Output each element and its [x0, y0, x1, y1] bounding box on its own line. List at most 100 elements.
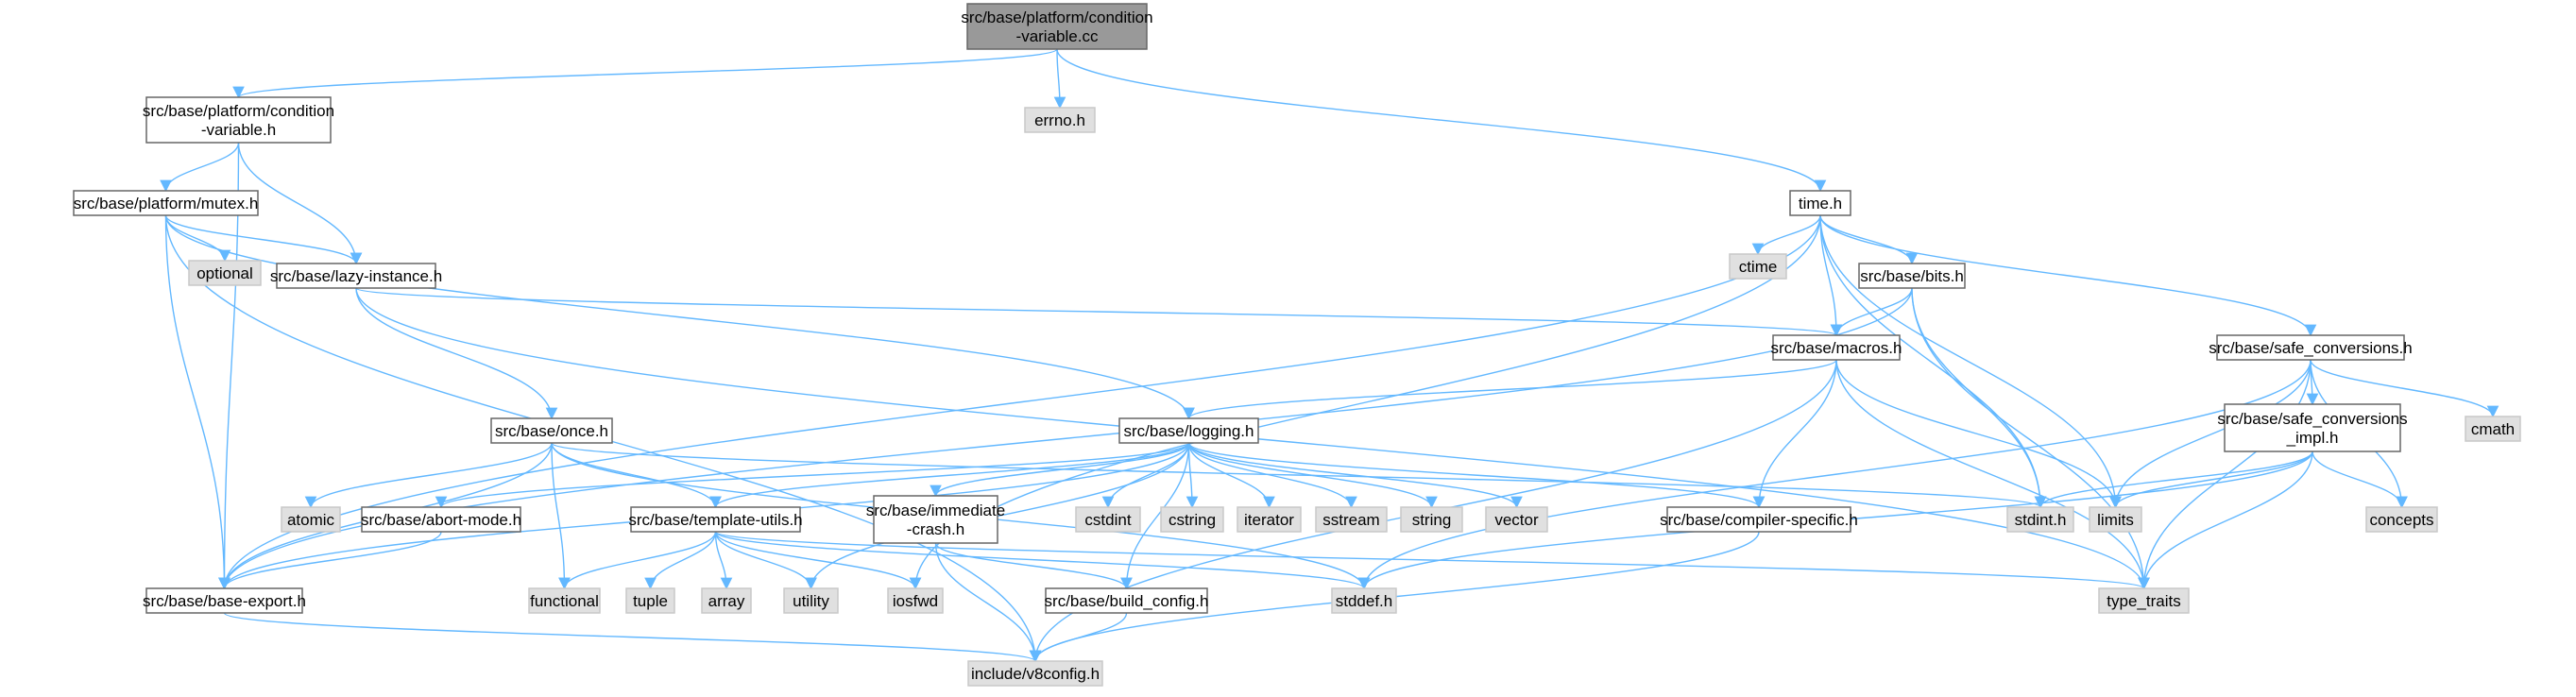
edge-layer: [160, 48, 2499, 663]
node-label-cv_h-1: -variable.h: [201, 121, 276, 139]
node-box-logging: [1118, 417, 1259, 444]
node-tuple: tuple: [625, 587, 675, 614]
edge-immediate-to-v8config: [934, 542, 1042, 663]
node-ctime: ctime: [1729, 253, 1787, 280]
node-label-cv_cc-1: -variable.cc: [1016, 27, 1099, 45]
node-label-bconfig-0: src/base/build_config.h: [1045, 592, 1209, 610]
edge-logging-to-iterator: [1187, 442, 1275, 509]
node-box-atomic: [281, 506, 341, 533]
node-once[interactable]: src/base/once.h: [490, 417, 613, 444]
node-box-iterator: [1237, 506, 1302, 533]
node-label-cv_h-0: src/base/platform/condition: [143, 102, 334, 120]
node-tutils[interactable]: src/base/template-utils.h: [628, 506, 803, 533]
node-iosfwd: iosfwd: [887, 587, 944, 614]
edge-logging-to-bconfig: [1120, 442, 1190, 590]
edge-time-to-bits: [1819, 214, 1919, 265]
node-box-time: [1789, 190, 1851, 216]
edge-time-to-limits: [1819, 214, 2122, 509]
node-iterator: iterator: [1237, 506, 1302, 533]
node-box-macros: [1772, 334, 1901, 361]
node-time[interactable]: time.h: [1789, 190, 1851, 216]
edge-cv_h-to-mutex: [160, 142, 240, 193]
node-box-stddef: [1331, 587, 1397, 614]
node-safe[interactable]: src/base/safe_conversions.h: [2209, 334, 2413, 361]
edge-tutils-to-functional: [558, 531, 717, 590]
node-logging[interactable]: src/base/logging.h: [1118, 417, 1259, 444]
edge-macros-to-limits: [1835, 359, 2122, 509]
node-bconfig[interactable]: src/base/build_config.h: [1045, 587, 1209, 614]
node-cmath: cmath: [2465, 416, 2521, 442]
node-label-iosfwd-0: iosfwd: [893, 592, 938, 610]
edge-tutils-to-iosfwd: [714, 531, 922, 590]
node-cv_h[interactable]: src/base/platform/condition-variable.h: [143, 96, 334, 144]
node-functional: functional: [528, 587, 601, 614]
node-compiler[interactable]: src/base/compiler-specific.h: [1660, 506, 1858, 533]
node-label-vector-0: vector: [1494, 511, 1539, 529]
node-label-ctime-0: ctime: [1739, 258, 1778, 276]
node-typetraits: type_traits: [2098, 587, 2190, 614]
node-box-mutex: [73, 190, 259, 216]
node-label-once-0: src/base/once.h: [495, 422, 608, 440]
node-lazy[interactable]: src/base/lazy-instance.h: [270, 263, 442, 289]
edge-bits-to-bexport: [218, 287, 1913, 590]
node-label-iterator-0: iterator: [1244, 511, 1294, 529]
node-label-safe_impl-0: src/base/safe_conversions: [2217, 410, 2407, 428]
node-label-string-0: string: [1412, 511, 1452, 529]
node-label-tuple-0: tuple: [633, 592, 668, 610]
edge-bconfig-to-v8config: [1029, 612, 1128, 663]
node-abort[interactable]: src/base/abort-mode.h: [361, 506, 521, 533]
node-label-tutils-0: src/base/template-utils.h: [628, 511, 802, 529]
node-box-optional: [188, 260, 262, 286]
node-box-bexport: [145, 587, 303, 614]
node-box-once: [490, 417, 613, 444]
node-box-abort: [361, 506, 521, 533]
node-utility: utility: [783, 587, 839, 614]
node-safe_impl[interactable]: src/base/safe_conversions_impl.h: [2217, 403, 2408, 452]
edge-time-to-safe: [1819, 214, 2317, 337]
edge-macros-to-typetraits: [1835, 359, 2150, 590]
edge-bits-to-stdint: [1911, 287, 2047, 509]
edge-tutils-to-stddef: [714, 531, 1371, 590]
node-label-macros-0: src/base/macros.h: [1771, 339, 1902, 357]
node-label-cv_cc-0: src/base/platform/condition: [961, 8, 1152, 26]
node-box-lazy: [276, 263, 436, 289]
node-box-safe: [2216, 334, 2405, 361]
node-mutex[interactable]: src/base/platform/mutex.h: [73, 190, 259, 216]
edge-cv_h-to-bexport: [218, 142, 240, 590]
node-immediate[interactable]: src/base/immediate-crash.h: [866, 495, 1005, 544]
node-label-errno-0: errno.h: [1034, 111, 1085, 129]
node-cstdint: cstdint: [1075, 506, 1141, 533]
edge-safe_impl-to-limits: [2109, 450, 2313, 509]
edge-logging-to-cstdint: [1101, 442, 1190, 509]
node-box-typetraits: [2098, 587, 2190, 614]
node-bits[interactable]: src/base/bits.h: [1858, 263, 1966, 289]
node-label-bexport-0: src/base/base-export.h: [143, 592, 306, 610]
edge-once-to-atomic: [304, 442, 553, 509]
node-array: array: [701, 587, 752, 614]
edge-logging-to-abort: [435, 442, 1190, 509]
node-label-time-0: time.h: [1799, 195, 1842, 212]
node-macros[interactable]: src/base/macros.h: [1771, 334, 1902, 361]
edge-macros-to-compiler: [1752, 359, 1837, 509]
node-box-cstring: [1160, 506, 1224, 533]
node-limits: limits: [2089, 506, 2142, 533]
node-bexport[interactable]: src/base/base-export.h: [143, 587, 306, 614]
node-box-cmath: [2465, 416, 2521, 442]
node-string: string: [1400, 506, 1463, 533]
edge-safe-to-stddef: [1357, 359, 2312, 590]
node-cv_cc[interactable]: src/base/platform/condition-variable.cc: [961, 3, 1153, 50]
edge-once-to-functional: [551, 442, 571, 590]
edge-safe-to-limits: [2109, 359, 2312, 509]
node-atomic: atomic: [281, 506, 341, 533]
node-concepts: concepts: [2365, 506, 2438, 533]
node-label-cmath-0: cmath: [2471, 420, 2515, 438]
edge-macros-to-logging: [1183, 359, 1837, 420]
edge-tutils-to-utility: [714, 531, 817, 590]
edge-safe_impl-to-typetraits: [2138, 450, 2313, 590]
node-optional: optional: [188, 260, 262, 286]
edge-logging-to-string: [1187, 442, 1438, 509]
node-label-utility-0: utility: [793, 592, 829, 610]
edge-logging-to-tutils: [709, 442, 1190, 509]
node-vector: vector: [1485, 506, 1548, 533]
node-box-ctime: [1729, 253, 1787, 280]
